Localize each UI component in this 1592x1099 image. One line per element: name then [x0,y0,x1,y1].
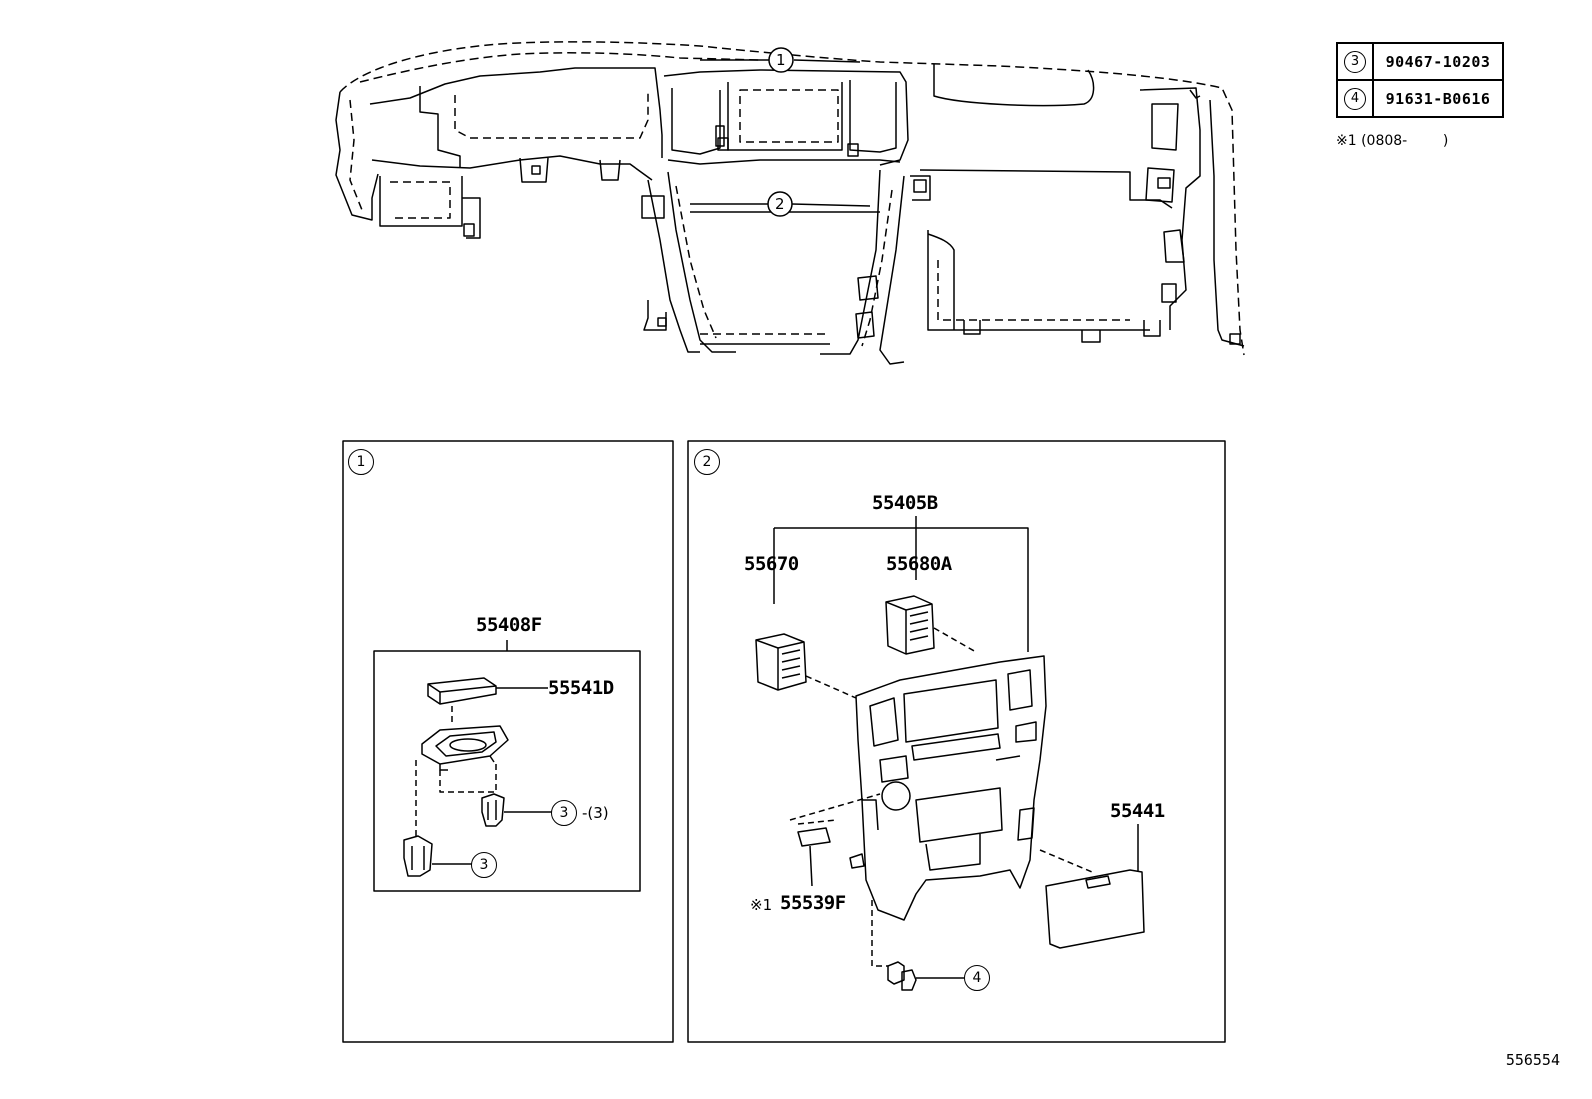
label-55680A: 55680A [886,553,952,575]
clip-a [481,793,505,827]
label-55541D: 55541D [548,677,614,699]
panel2-index: 2 [694,449,720,475]
reference-row: 4 91631-B0616 [1336,79,1504,118]
label-55408F: 55408F [476,614,542,636]
pocket-part [1045,869,1145,949]
panel2-drawing [687,440,1226,1043]
label-55539F: 55539F [780,892,846,914]
label-55670: 55670 [744,553,799,575]
panel1-index: 1 [348,449,374,475]
switch-part [797,827,831,847]
footnote-mark: ※1 [750,896,773,914]
clip-callout-a: 3 [551,800,577,826]
overview-callout-2: 2 [775,195,785,213]
label-55405B: 55405B [872,492,938,514]
part-number: 90467-10203 [1372,42,1504,81]
footnote: ※1 (0808- ) [1336,133,1449,149]
reference-table: 3 90467-10203 4 91631-B0616 [1336,42,1504,118]
panel2-frame [687,440,1226,1043]
panel1-drawing [342,440,674,1043]
overview-callout-1: 1 [776,51,786,69]
label-55441: 55441 [1110,800,1165,822]
screw-callout: 4 [964,965,990,991]
part-number: 91631-B0616 [1372,79,1504,118]
housing-part [421,725,509,765]
cover-part [427,677,497,705]
callout-index: 3 [1344,50,1366,73]
clip-callout-b: 3 [471,852,497,878]
diagram-id: 556554 [1505,1051,1560,1069]
reference-row: 3 90467-10203 [1336,42,1504,81]
screw-part [887,961,905,985]
callout-index: 4 [1344,87,1366,110]
vent-right [885,595,935,655]
overview-callouts [767,47,794,217]
panel1-frame [342,440,674,1043]
clip-quantity: -(3) [582,804,609,822]
clip-b [403,835,433,877]
